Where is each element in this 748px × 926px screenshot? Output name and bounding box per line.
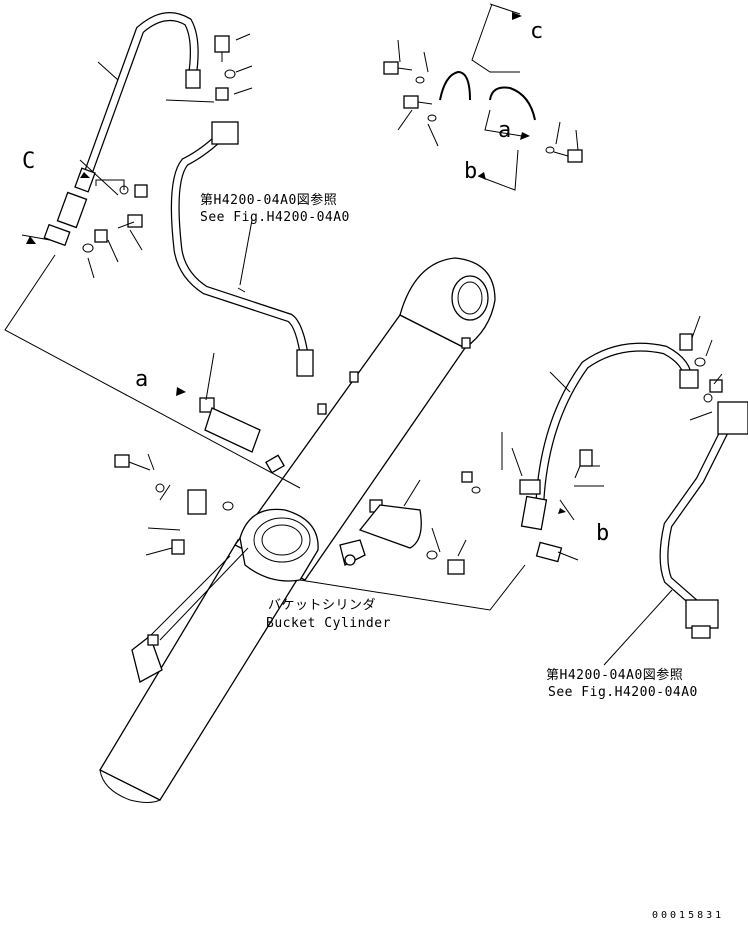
fasteners	[82, 35, 723, 575]
boss	[317, 403, 327, 415]
top-ref-jp: 第H4200-04A0図参照	[200, 192, 337, 208]
bottom-ref-en: See Fig.H4200-04A0	[548, 685, 698, 700]
label-c-left: C	[22, 149, 35, 174]
right-hose	[519, 342, 699, 563]
leader-lines	[4, 3, 723, 666]
top-ref-en: See Fig.H4200-04A0	[200, 210, 350, 225]
top-tube	[170, 121, 314, 377]
label-b-top: b	[464, 159, 477, 184]
cylinder-label-en: Bucket Cylinder	[266, 616, 391, 631]
bucket-cylinder	[99, 257, 496, 803]
label-c-top: c	[530, 19, 543, 44]
drawing-number: 00015831	[652, 910, 724, 921]
label-a-left: a	[135, 367, 148, 392]
left-hose	[43, 12, 201, 247]
clamp-set	[383, 61, 583, 163]
boss	[461, 337, 471, 349]
label-a-top: a	[498, 118, 511, 143]
boss	[349, 371, 359, 383]
bottom-ref-jp: 第H4200-04A0図参照	[546, 667, 683, 683]
right-tube	[659, 401, 748, 639]
cylinder-label-jp: バケットシリンダ	[268, 598, 376, 613]
label-b-right: b	[596, 521, 609, 546]
